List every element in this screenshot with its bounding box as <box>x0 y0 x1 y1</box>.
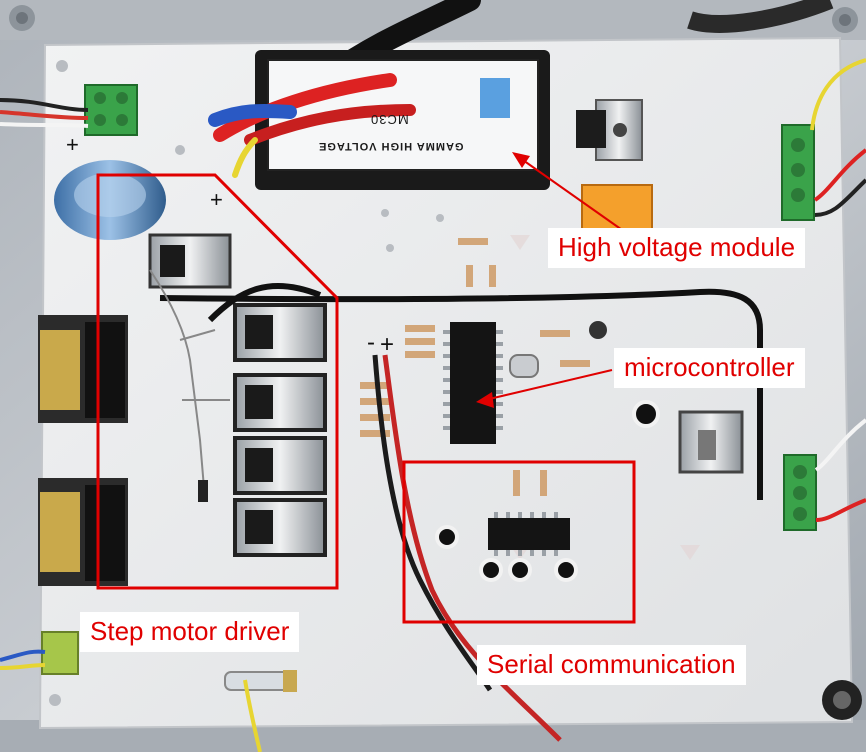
power-transistors <box>148 233 327 557</box>
power-wire-black <box>372 354 493 692</box>
capacitor-icon <box>54 160 166 240</box>
microcontroller-chip-icon <box>443 322 503 444</box>
transistor-icon <box>233 498 327 557</box>
step-motor-driver-label: Step motor driver <box>80 612 300 652</box>
polarity-plus-marker-cap: + <box>210 187 223 212</box>
terminal-block-right-top-icon <box>781 124 815 221</box>
corner-screw-icon <box>839 14 851 26</box>
mcu-arrow-line <box>484 369 613 401</box>
relay-icon <box>581 184 653 231</box>
black-wire-across <box>159 288 763 500</box>
terminal-block-right-bottom-icon <box>783 454 817 531</box>
db9-connector-upper-icon <box>38 315 128 423</box>
serial-capacitors <box>435 525 578 582</box>
crystal-icon <box>509 354 539 378</box>
microcontroller-label: microcontroller <box>614 348 805 388</box>
mounting-holes <box>49 60 599 706</box>
power-wire-red <box>382 354 562 742</box>
regulator-right-icon <box>678 410 744 474</box>
terminal-block-top-left-icon <box>84 84 138 136</box>
mounting-washer-icon <box>632 400 660 428</box>
annotations-overlay <box>96 157 636 624</box>
module-brand-text: GAMMA HIGH VOLTAGE <box>318 140 464 152</box>
polarity-minus-marker: - <box>367 329 375 356</box>
transistor-icon <box>233 373 327 432</box>
transistor-icon <box>233 436 327 495</box>
hv-arrow-head-icon <box>512 152 530 168</box>
terminal-bottom-right-icon <box>822 680 862 720</box>
terminal-block-bottom-left-icon <box>41 631 79 675</box>
top-left-wires <box>0 98 89 128</box>
serial-ic-icon <box>488 512 570 556</box>
right-wires <box>810 58 866 522</box>
step-motor-driver-box <box>96 173 339 590</box>
corner-screw-icon <box>16 12 28 24</box>
module-model-text: MC30 <box>370 112 409 127</box>
transistor-icon <box>233 303 327 362</box>
transistor-icon <box>148 233 232 289</box>
serial-communication-label: Serial communication <box>477 645 746 685</box>
led-icon <box>589 321 607 339</box>
mcu-arrow-head-icon <box>476 392 494 408</box>
high-voltage-module-label: High voltage module <box>548 228 806 268</box>
db9-connector-lower-icon <box>38 478 128 586</box>
driver-leads <box>149 269 230 501</box>
polarity-plus-marker: + <box>66 132 79 157</box>
fuse-icon <box>224 670 297 692</box>
polarity-plus-marker-mid: + <box>380 331 394 358</box>
regulator-top-icon <box>576 99 643 161</box>
resistors <box>360 238 590 496</box>
hv-arrow-line <box>519 157 626 233</box>
module-wires <box>208 73 416 178</box>
serial-communication-box <box>402 460 636 624</box>
